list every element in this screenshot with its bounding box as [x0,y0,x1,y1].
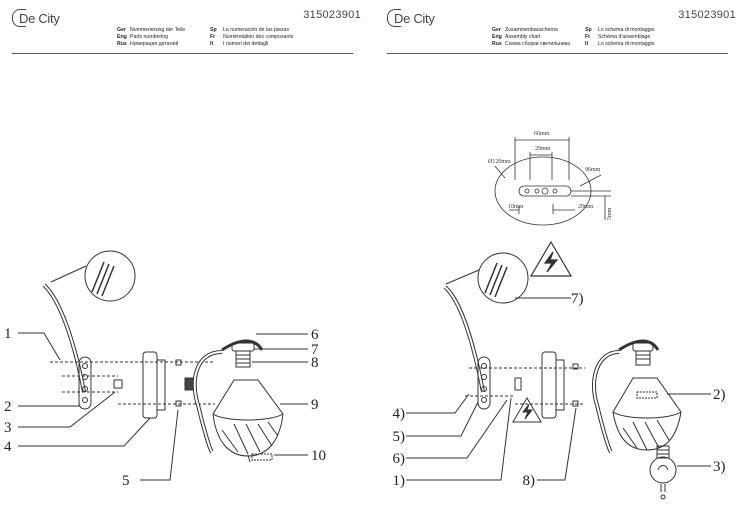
product-code: 315023901 [678,9,736,21]
mounting-plate [78,356,92,410]
part-label: 6 [311,327,319,343]
header-rule [12,53,353,54]
part-label: 5 [122,473,130,489]
step-label: 8) [523,473,536,489]
logo-mark [387,9,401,27]
step-label: 1) [393,473,406,489]
svg-text:66mm: 66mm [534,131,550,137]
zoom-leader [50,265,87,283]
part-label: 3 [4,420,12,436]
header-rule [387,53,728,54]
brand-logo: De City [387,9,435,27]
brand-logo: De City [12,9,60,27]
part-label: 2 [4,399,12,415]
detail-zoom-circle [477,252,529,304]
logo-text: De City [394,10,435,26]
light-bulb-icon [649,445,677,500]
part-label: 1 [4,326,12,342]
part-label: 9 [311,397,319,413]
part-label: 7 [311,342,319,358]
step-label: 5) [393,429,406,445]
step-labels: 7) 2) 4) 5) 6) 3) 1) 8) [393,291,726,489]
wall-base-cup [156,359,166,411]
electric-warning-icon [529,240,573,277]
electric-warning-icon [512,397,542,423]
assembly-diagram: 66mm 29mm Ø120mm 96mm 10mm 20mm 5mm [393,131,726,500]
parts-diagram: 1 2 3 4 5 6 7 8 9 10 [4,250,326,489]
svg-text:Ø120mm: Ø120mm [488,159,511,165]
step-label: 7) [571,291,584,307]
svg-text:5mm: 5mm [607,207,613,220]
dimension-labels: 66mm 29mm Ø120mm 96mm 10mm 20mm 5mm [488,131,613,220]
step-label: 3) [713,459,726,475]
svg-text:96mm: 96mm [585,167,601,173]
step-label: 2) [713,387,726,403]
part-label: 8 [311,355,319,371]
svg-text:10mm: 10mm [508,204,524,210]
step-label: 6) [393,451,406,467]
svg-text:20mm: 20mm [578,204,594,210]
svg-text:29mm: 29mm [535,146,551,152]
logo-mark [12,9,26,27]
nut [113,379,123,389]
part-label: 10 [311,448,326,464]
step-label: 4) [393,406,406,422]
part-labels: 1 2 3 4 5 6 7 8 9 10 [4,326,326,489]
glass-shade [612,377,682,451]
part-label: 4 [4,439,12,455]
product-code: 315023901 [303,9,361,21]
mounting-plate [477,356,491,410]
wire-detail [91,261,115,297]
wall-base [541,351,557,419]
logo-text: De City [19,10,60,26]
detail-zoom-circle [84,250,136,302]
mounting-slot [518,185,572,197]
